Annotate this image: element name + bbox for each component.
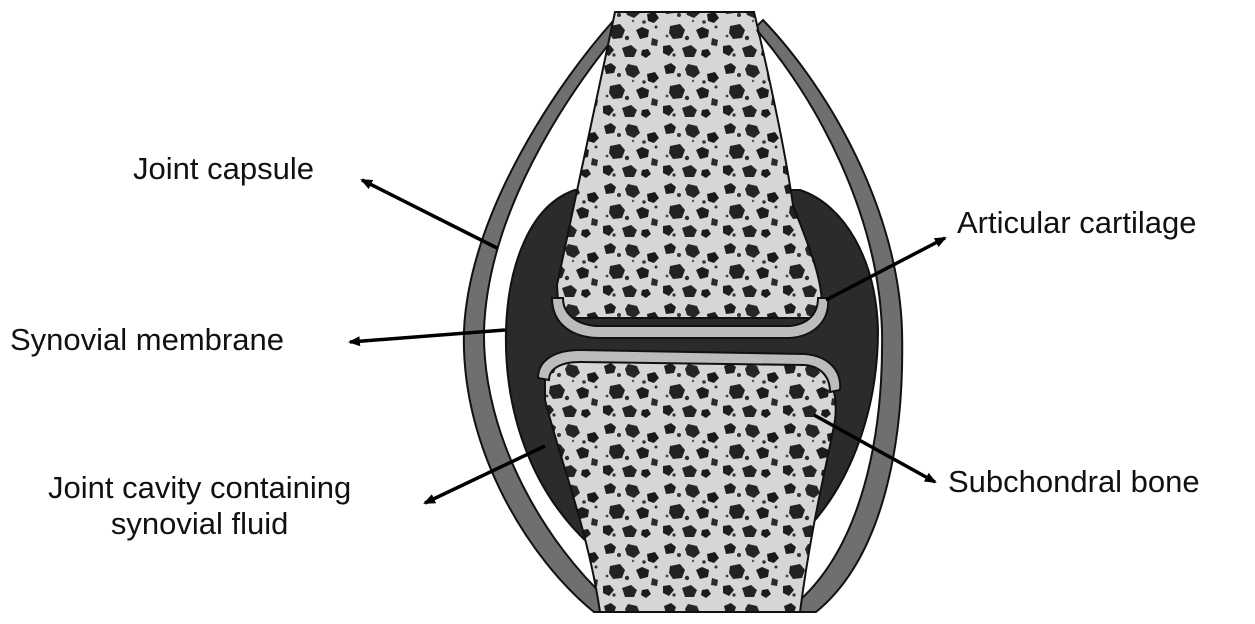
synovial-membrane-label: Synovial membrane <box>10 322 284 358</box>
joint-cavity-label-line2: synovial fluid <box>48 506 351 542</box>
joint-capsule-label: Joint capsule <box>133 151 314 187</box>
lower-bone <box>545 360 836 613</box>
joint-cavity-label-line1: Joint cavity containing <box>48 470 351 506</box>
arrow-joint-capsule <box>362 180 497 248</box>
articular-cartilage-label: Articular cartilage <box>957 205 1196 241</box>
subchondral-bone-label: Subchondral bone <box>948 464 1200 500</box>
joint-cavity-label: Joint cavity containing synovial fluid <box>48 470 351 542</box>
